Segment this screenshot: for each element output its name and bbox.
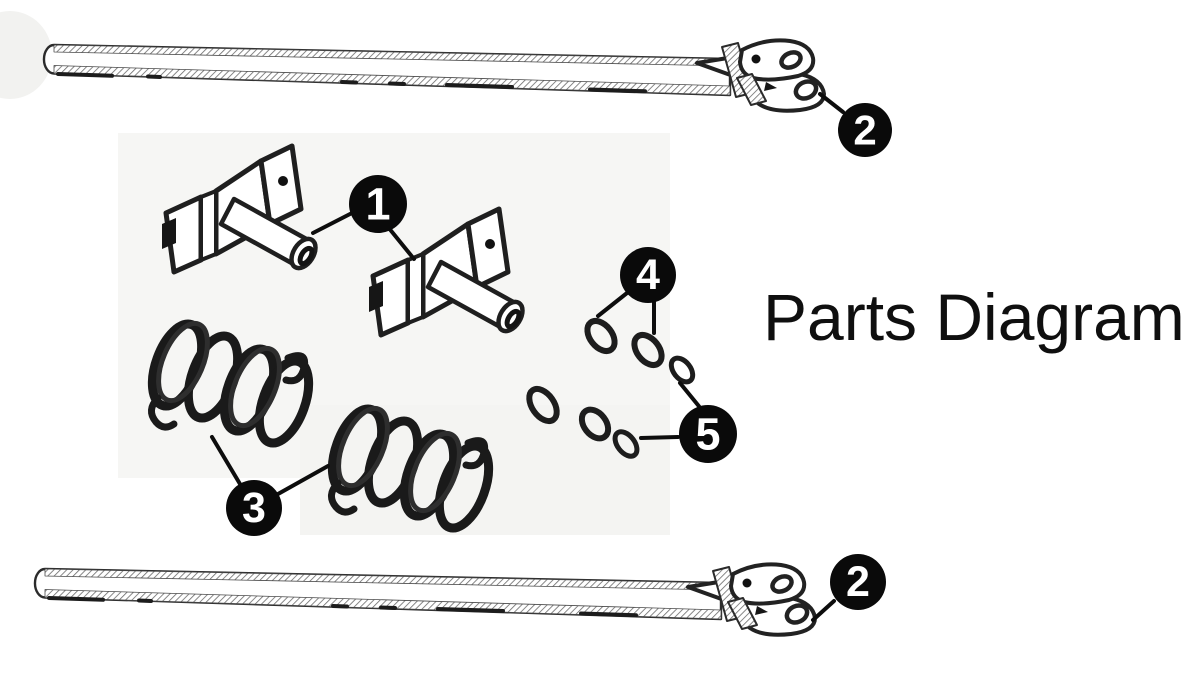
bracket-upper-hole — [779, 50, 803, 70]
callout-2-top: 2 — [818, 92, 892, 157]
diagram-title: Parts Diagram — [763, 280, 1185, 354]
pivot-bracket-pin-left — [162, 143, 318, 275]
leader-line — [678, 381, 704, 412]
callout-circle — [838, 103, 892, 157]
bracket-notch — [764, 82, 777, 91]
leader-line — [811, 599, 836, 622]
leader-line — [386, 225, 416, 261]
retainer-ring-large — [631, 331, 665, 369]
bracket-rivet-dot — [751, 54, 761, 64]
callout-circle — [349, 175, 407, 233]
callout-layer: 1 2 3 4 5 2 — [210, 92, 892, 622]
leader-line — [639, 435, 680, 440]
callout-2-bottom: 2 — [811, 554, 886, 622]
callout-circle — [620, 247, 676, 303]
callout-circle — [830, 554, 886, 610]
callout-3: 3 — [210, 435, 330, 536]
callout-circle — [679, 405, 737, 463]
side-plate-hole — [278, 176, 288, 186]
leader-line — [818, 92, 845, 114]
callout-number: 4 — [636, 251, 660, 299]
retainer-ring-small — [668, 355, 696, 385]
bend-strip — [199, 189, 218, 262]
pin-end-bore — [297, 245, 315, 267]
rail-end-bracket — [695, 38, 826, 113]
spring-coil-shade — [228, 345, 282, 429]
leader-line — [276, 464, 330, 496]
bracket-bend-strip-2 — [736, 73, 767, 106]
spring-left — [147, 319, 314, 448]
callout-number: 2 — [853, 107, 876, 154]
leader-line — [311, 211, 354, 235]
retainer-ring-large — [526, 385, 560, 425]
leader-line — [210, 435, 242, 486]
callout-number: 1 — [365, 179, 390, 230]
bracket-lower-hole — [793, 79, 819, 101]
callout-5: 5 — [639, 381, 737, 463]
callout-number: 5 — [695, 409, 720, 460]
spring-end-hook — [282, 352, 309, 385]
spring-end-curl — [148, 394, 178, 431]
retainer-ring-large — [584, 317, 618, 355]
callout-4: 4 — [596, 247, 676, 335]
leader-line — [596, 291, 629, 318]
callout-1: 1 — [311, 175, 416, 261]
top-rail — [42, 38, 826, 113]
spring-coil — [254, 356, 314, 448]
rail-slot-marks — [56, 72, 647, 94]
spring-coil-shade — [156, 320, 210, 404]
callout-circle — [226, 480, 282, 536]
flange-tab — [162, 218, 176, 249]
retainer-rings — [526, 317, 696, 459]
retainer-ring-large — [578, 406, 612, 442]
bottom-rail — [35, 564, 815, 634]
callout-number: 2 — [846, 558, 870, 606]
rail-bottom-band — [53, 65, 731, 96]
callout-number: 3 — [242, 484, 266, 532]
retainer-ring-small — [612, 429, 640, 459]
